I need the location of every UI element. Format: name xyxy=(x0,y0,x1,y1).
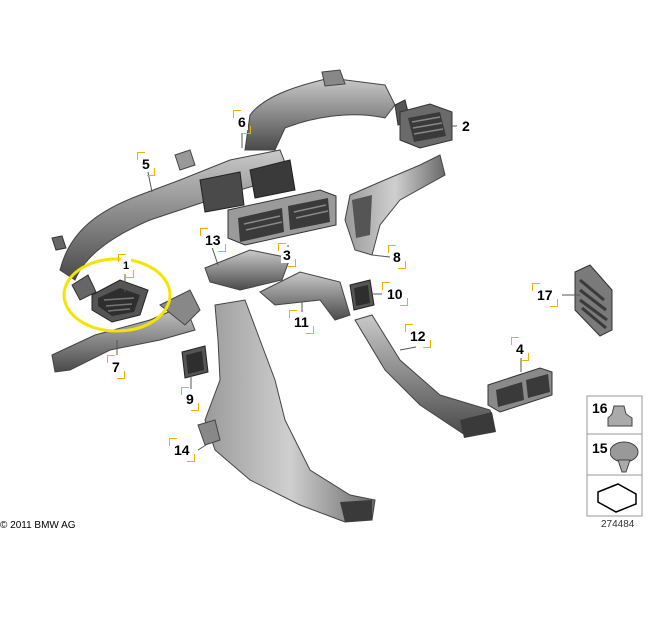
part-7-bracket xyxy=(51,289,201,373)
part-17-grille xyxy=(574,264,613,337)
callout-4: 4 xyxy=(511,337,529,361)
fastener-panel xyxy=(586,395,643,517)
highlight-circle xyxy=(62,257,172,333)
callout-6: 6 xyxy=(233,110,251,134)
callout-8: 8 xyxy=(388,245,406,269)
part-14-duct xyxy=(197,299,376,523)
part-2-vent xyxy=(399,103,453,149)
callout-16: 16 xyxy=(590,400,610,416)
copyright-text: © 2011 BMW AG xyxy=(0,520,76,531)
callout-2: 2 xyxy=(460,118,472,134)
callout-13: 13 xyxy=(200,228,226,252)
part-9-vent xyxy=(181,345,209,379)
callout-3: 3 xyxy=(278,243,296,267)
callout-17: 17 xyxy=(532,283,558,307)
part-8-duct xyxy=(344,154,446,256)
callout-1: 1 xyxy=(117,254,135,278)
part-4-vent xyxy=(487,367,553,413)
part-1-vent xyxy=(71,274,149,323)
part-11-duct xyxy=(259,271,351,321)
callout-12: 12 xyxy=(405,324,431,348)
callout-5: 5 xyxy=(137,152,155,176)
callout-9: 9 xyxy=(181,387,199,411)
part-3-vent xyxy=(227,189,337,246)
clip-16-icon xyxy=(607,405,633,427)
part-12-duct xyxy=(354,314,496,438)
clip-15-icon xyxy=(609,441,639,463)
callout-14: 14 xyxy=(169,438,195,462)
callout-10: 10 xyxy=(382,282,408,306)
callout-11: 11 xyxy=(289,310,314,334)
shim-icon xyxy=(597,483,637,513)
part-6-duct xyxy=(244,69,411,151)
diagram-reference-number: 274484 xyxy=(601,519,635,530)
part-5-duct xyxy=(51,149,296,281)
callout-7: 7 xyxy=(107,355,125,379)
part-13-duct xyxy=(204,249,291,291)
part-10-vent xyxy=(349,279,375,311)
callout-15: 15 xyxy=(590,440,610,456)
